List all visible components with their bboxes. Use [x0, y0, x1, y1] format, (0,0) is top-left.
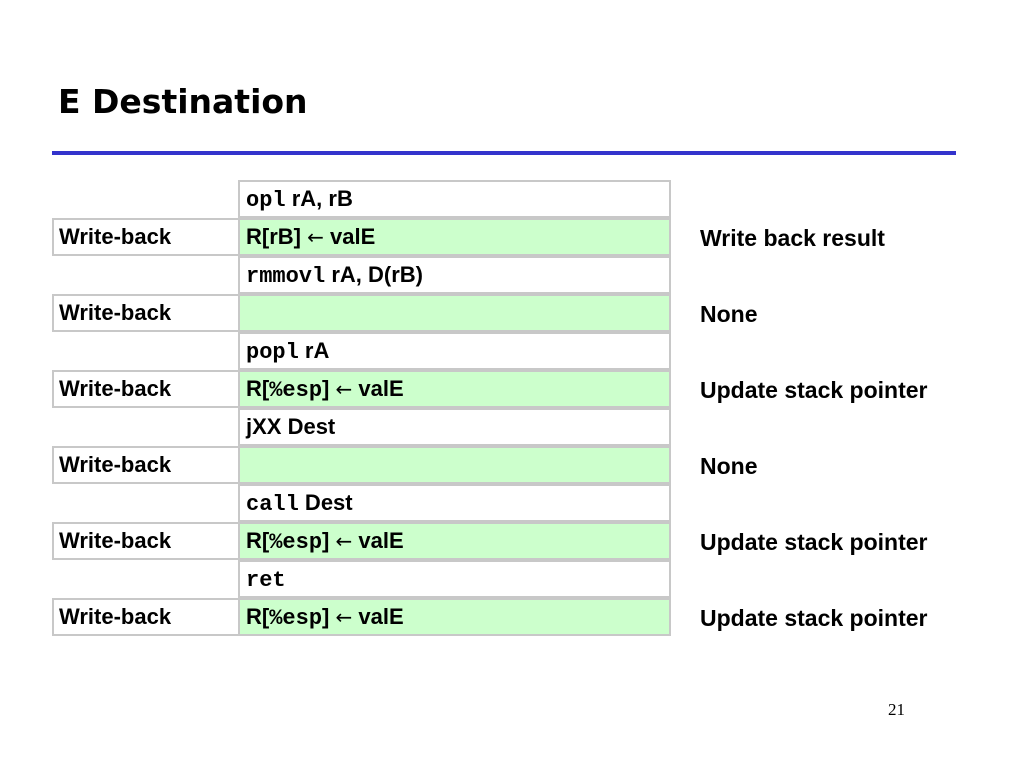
stage-label: Write-back [52, 598, 238, 636]
operands: Dest [298, 490, 353, 515]
opcode: call [246, 492, 299, 517]
left-arrow-icon: ← [335, 377, 353, 401]
row-note: Write back result [700, 225, 885, 251]
instruction-header: ret [238, 560, 671, 598]
row-note: Update stack pointer [700, 605, 928, 631]
dest-value: valE [352, 528, 404, 553]
left-arrow-icon: ← [335, 605, 353, 629]
left-arrow-icon: ← [335, 529, 353, 553]
dest-register: %esp [269, 378, 323, 403]
instruction-header: rmmovl rA, D(rB) [238, 256, 671, 294]
writeback-action: R[rB] ← valE [238, 218, 671, 256]
row-note: Update stack pointer [700, 529, 928, 555]
row-note: Update stack pointer [700, 377, 928, 403]
dest-prefix: R[ [246, 604, 270, 629]
left-arrow-icon: ← [307, 225, 324, 249]
row-note: None [700, 301, 758, 327]
stage-label: Write-back [52, 446, 238, 484]
title-rule [52, 151, 956, 155]
writeback-action: R[%esp] ← valE [238, 598, 671, 636]
operands: jXX Dest [246, 414, 336, 439]
opcode: opl [246, 188, 286, 213]
operands: rA [298, 338, 330, 363]
dest-register: %esp [269, 530, 323, 555]
dest-prefix: R[ [246, 528, 270, 553]
page-number: 21 [888, 700, 905, 719]
operands: rA, D(rB) [325, 262, 423, 287]
dest-prefix: R[ [246, 376, 270, 401]
dest-suffix: ] [322, 376, 336, 401]
instruction-header: opl rA, rB [238, 180, 671, 218]
operands: rA, rB [285, 186, 353, 211]
row-note: None [700, 453, 758, 479]
stage-label: Write-back [52, 522, 238, 560]
opcode: popl [246, 340, 299, 365]
dest-value: valE [323, 224, 376, 249]
dest-register: %esp [269, 606, 323, 631]
slide-title: E Destination [58, 82, 308, 121]
dest-value: valE [352, 604, 404, 629]
instruction-header: call Dest [238, 484, 671, 522]
stage-label: Write-back [52, 370, 238, 408]
opcode: rmmovl [246, 264, 326, 289]
writeback-action [238, 446, 671, 484]
dest-value: valE [352, 376, 404, 401]
instruction-header: jXX Dest [238, 408, 671, 446]
dest-prefix: R[rB] [246, 224, 308, 249]
opcode: ret [246, 568, 286, 593]
dest-suffix: ] [322, 604, 336, 629]
dest-suffix: ] [322, 528, 336, 553]
writeback-action [238, 294, 671, 332]
writeback-action: R[%esp] ← valE [238, 370, 671, 408]
writeback-action: R[%esp] ← valE [238, 522, 671, 560]
stage-label: Write-back [52, 294, 238, 332]
instruction-header: popl rA [238, 332, 671, 370]
stage-label: Write-back [52, 218, 238, 256]
